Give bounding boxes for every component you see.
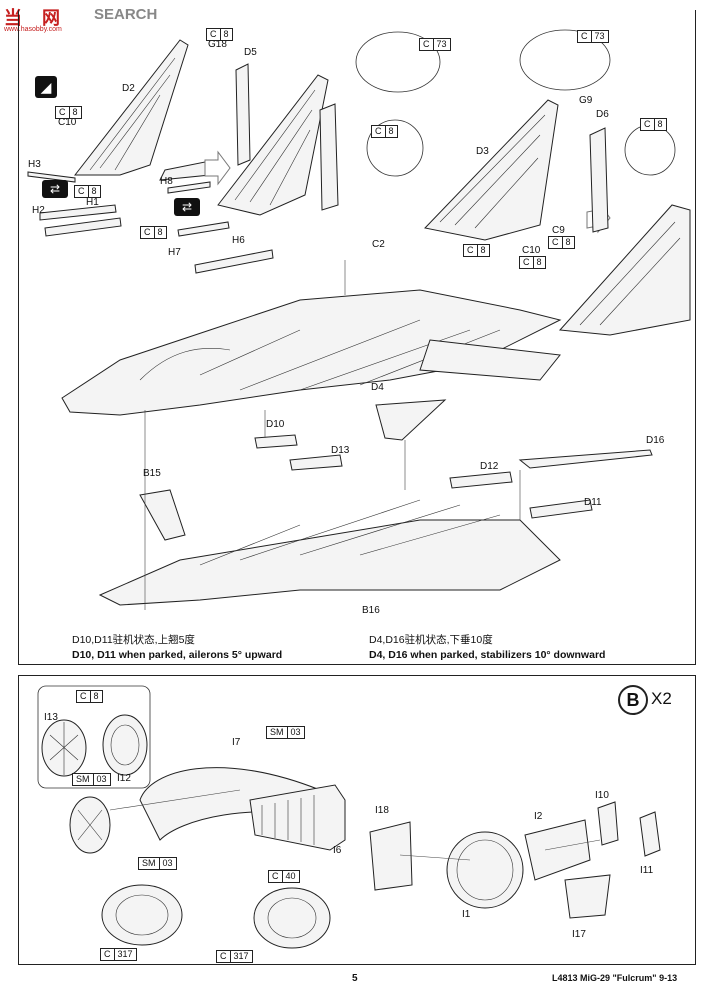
rudder-d6 <box>589 127 609 233</box>
tail-assembled <box>558 204 691 336</box>
label-d12: D12 <box>480 461 499 472</box>
label-h8: H8 <box>160 176 173 187</box>
label-h6: H6 <box>232 235 245 246</box>
label-i6: I6 <box>333 845 342 856</box>
tail-fin-right <box>424 99 559 241</box>
double-arrow-icon: ⇄ <box>42 180 68 198</box>
page-number: 5 <box>352 973 358 984</box>
label-i1: I1 <box>462 909 471 920</box>
label-d11: D11 <box>584 497 602 508</box>
label-i17: I17 <box>572 929 586 940</box>
label-i10: I10 <box>595 790 609 801</box>
watermark-brand-cn2: 网 <box>42 8 60 28</box>
label-i12: I12 <box>117 773 131 784</box>
label-i11: I11 <box>640 865 654 876</box>
label-h3: H3 <box>28 159 41 170</box>
label-c10-b: C10 <box>522 245 541 256</box>
note-stabilizers-cn: D4,D16驻机状态,下垂10度 <box>369 634 493 646</box>
label-g9: G9 <box>579 95 593 106</box>
label-h7: H7 <box>168 247 181 258</box>
label-g18: G18 <box>208 39 227 50</box>
tail-fin-left <box>73 39 189 176</box>
part-i10 <box>597 801 619 846</box>
label-d16: D16 <box>646 435 665 446</box>
label-d13: D13 <box>331 445 350 456</box>
label-d6: D6 <box>596 109 609 120</box>
strip-h1 <box>44 217 122 237</box>
label-i7: I7 <box>232 737 241 748</box>
step-multiplier: X2 <box>651 689 672 708</box>
rudder-d5 <box>235 63 251 166</box>
assembly-step-fuselage <box>18 10 696 665</box>
label-i13: I13 <box>44 712 58 723</box>
fuselage-lower <box>98 519 561 606</box>
strip-h6 <box>194 249 274 274</box>
nozzle-right <box>253 887 331 949</box>
label-h2: H2 <box>32 205 45 216</box>
watermark-brand-en: SEARCH <box>94 6 158 23</box>
step-badge: B <box>618 685 648 715</box>
stabilizer-d16 <box>518 449 653 469</box>
label-i18: I18 <box>375 805 389 816</box>
label-i2: I2 <box>534 811 543 822</box>
watermark-url: www.hasobby.com <box>4 26 62 33</box>
nozzle-left <box>101 884 183 946</box>
part-i18 <box>369 821 413 891</box>
label-d2: D2 <box>122 83 135 94</box>
part-i17 <box>564 874 611 919</box>
label-b15: B15 <box>143 468 161 479</box>
cement-icon: ◢ <box>35 76 57 98</box>
label-c10-a: C10 <box>58 117 77 128</box>
label-d10: D10 <box>266 419 285 430</box>
label-d5: D5 <box>244 47 257 58</box>
label-h1: H1 <box>86 197 99 208</box>
label-c9: C9 <box>552 225 565 236</box>
watermark-brand-cn: 当 <box>4 8 22 28</box>
product-code: L4813 MiG-29 "Fulcrum" 9-13 <box>552 973 678 983</box>
double-arrow-icon-2: ⇄ <box>174 198 200 216</box>
label-b16: B16 <box>362 605 380 616</box>
part-i11 <box>639 811 661 857</box>
label-c2: C2 <box>372 239 385 250</box>
stabilizer-d4 <box>375 399 447 441</box>
label-d3: D3 <box>476 146 489 157</box>
watermark-logo: 当 网 SEARCH www.hasobby.com <box>2 4 162 34</box>
fuselage-upper <box>61 289 562 416</box>
part-i2 <box>524 819 591 881</box>
note-ailerons-cn: D10,D11驻机状态,上翘5度 <box>72 634 195 646</box>
note-stabilizers-en: D4, D16 when parked, stabilizers 10° dow… <box>369 649 606 661</box>
label-d4: D4 <box>371 382 384 393</box>
part-i6 <box>249 784 346 851</box>
assembly-step-engine <box>18 675 696 965</box>
part-b15 <box>139 489 186 541</box>
note-ailerons-en: D10, D11 when parked, ailerons 5° upward <box>72 649 283 661</box>
part-i1 <box>446 831 524 909</box>
